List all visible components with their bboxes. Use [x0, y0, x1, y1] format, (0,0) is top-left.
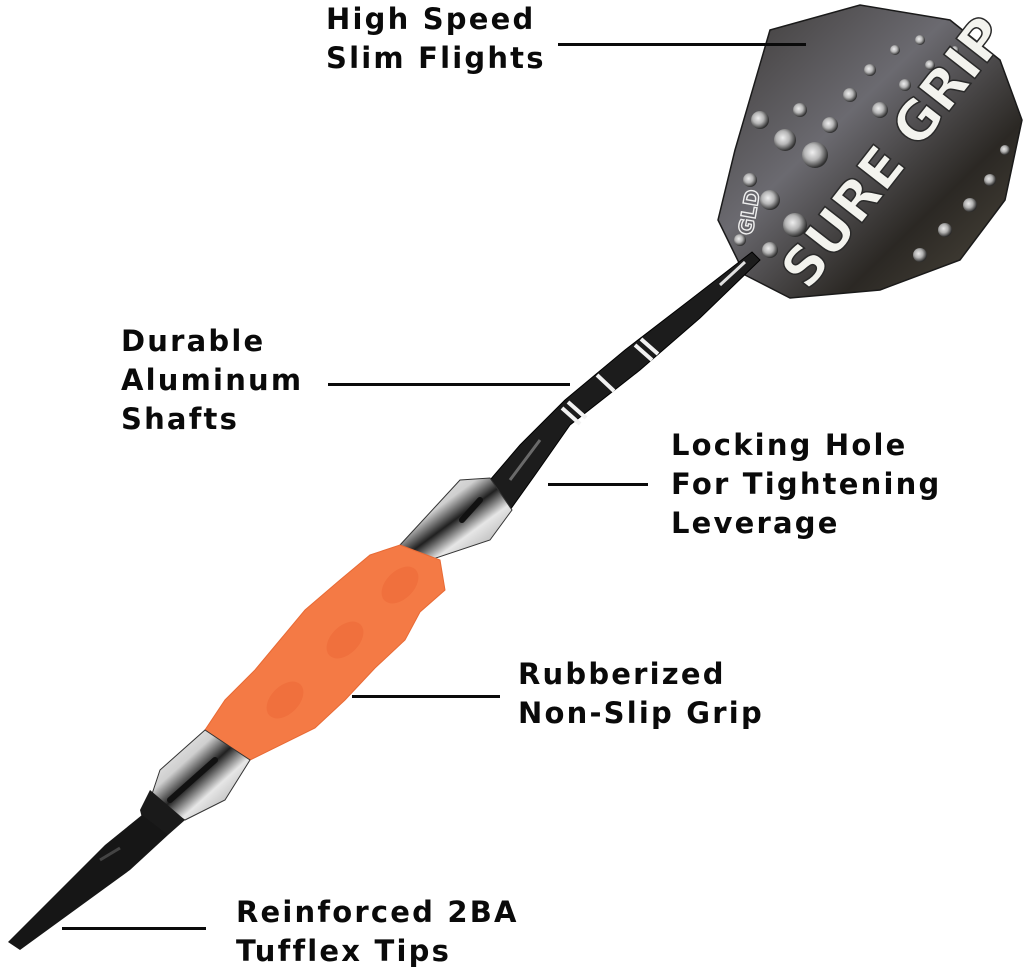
callout-locking-hole-line-3: Leverage — [671, 506, 840, 540]
callout-tips-line-1: Reinforced 2BA — [236, 895, 519, 929]
callout-shafts-line-1: Durable — [121, 324, 266, 358]
leader-line-locking-hole — [548, 483, 648, 486]
tip — [8, 790, 185, 950]
callout-shafts: Durable Aluminum Shafts — [121, 322, 303, 439]
callout-locking-hole-line-2: For Tightening — [671, 467, 942, 501]
callout-tips: Reinforced 2BA Tufflex Tips — [236, 893, 519, 971]
leader-line-tips — [62, 927, 206, 930]
callout-shafts-line-3: Shafts — [121, 402, 240, 436]
callout-locking-hole: Locking Hole For Tightening Leverage — [671, 426, 941, 543]
callout-flights-line-2: Slim Flights — [326, 41, 546, 75]
barrel — [149, 477, 513, 821]
leader-line-flights — [558, 43, 806, 46]
callout-shafts-line-2: Aluminum — [121, 363, 304, 397]
callout-grip-line-2: Non-Slip Grip — [518, 696, 764, 730]
flight: SURE GRIP GLD — [717, 4, 1023, 301]
leader-line-shafts — [328, 383, 570, 386]
callout-locking-hole-line-1: Locking Hole — [671, 428, 908, 462]
callout-flights-line-1: High Speed — [326, 2, 536, 36]
callout-tips-line-2: Tufflex Tips — [236, 934, 452, 968]
callout-grip-line-1: Rubberized — [518, 657, 726, 691]
callout-flights: High Speed Slim Flights — [326, 0, 546, 78]
callout-grip: Rubberized Non-Slip Grip — [518, 655, 764, 733]
leader-line-grip — [352, 695, 500, 698]
